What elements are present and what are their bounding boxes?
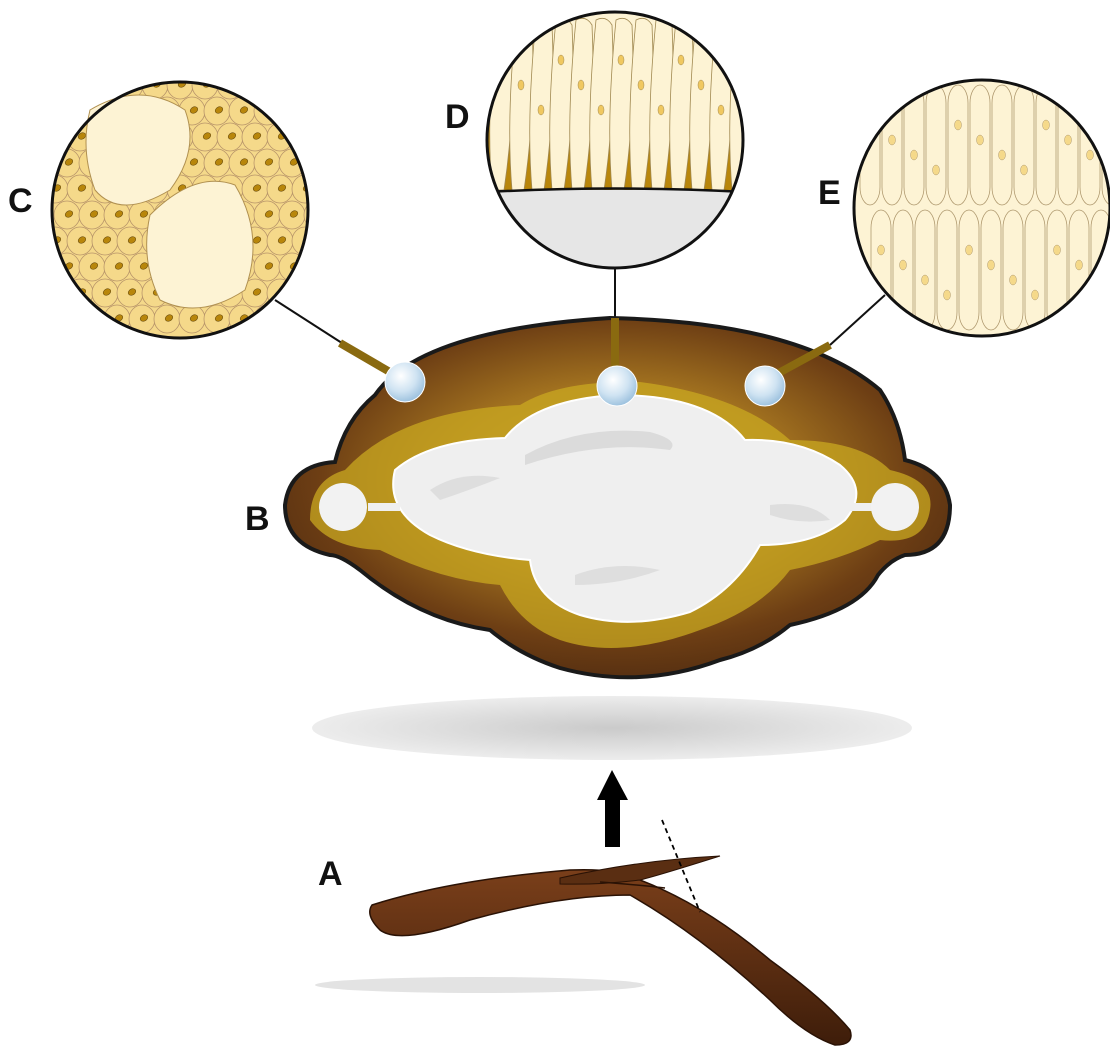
label-b: B	[245, 500, 270, 538]
panel-e-palisade	[830, 80, 1110, 345]
label-d: D	[445, 98, 470, 136]
panel-d-epidermis	[480, 12, 753, 320]
connector-c	[275, 300, 345, 345]
label-a: A	[318, 855, 343, 893]
seed-pod	[370, 870, 851, 1045]
panel-c-parenchyma	[42, 71, 345, 345]
up-arrow-icon	[597, 770, 628, 847]
label-e: E	[818, 174, 841, 212]
right-lobe	[871, 483, 919, 531]
panel-b-cross-section	[285, 318, 950, 677]
connector-e	[830, 295, 885, 345]
label-c: C	[8, 182, 33, 220]
sample-point-c	[385, 362, 425, 402]
sample-point-e	[745, 366, 785, 406]
panel-a-seed-pod	[315, 820, 851, 1045]
sample-point-d	[597, 366, 637, 406]
shadow-b	[312, 696, 912, 760]
left-lobe	[319, 483, 367, 531]
